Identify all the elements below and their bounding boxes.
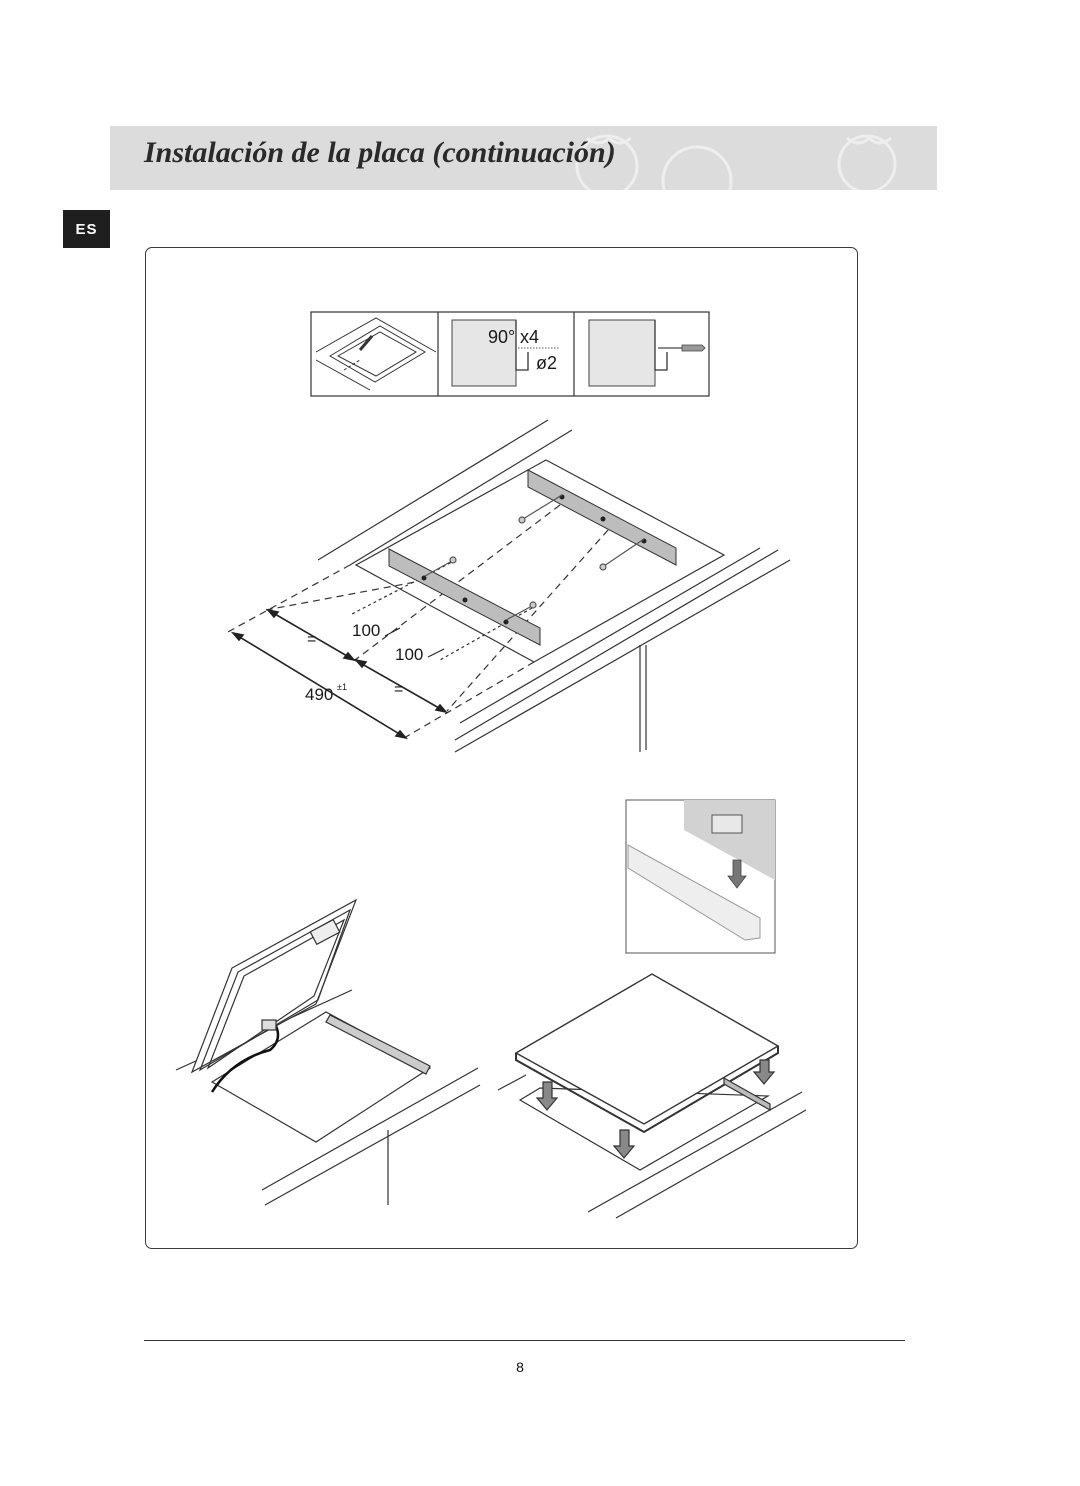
illustration-frame: [145, 247, 858, 1249]
front-bracket: [388, 548, 541, 646]
page-number: 8: [516, 1359, 524, 1375]
drill-diameter-label: ø2: [536, 353, 557, 373]
offset-b-label: 100: [395, 645, 423, 664]
rear-bracket: [527, 469, 677, 566]
language-tab: ES: [63, 210, 110, 248]
cutout-width-label: 490: [305, 685, 333, 704]
screwing-panel: [588, 319, 706, 387]
tolerance-label: ±1: [337, 682, 347, 692]
footer-rule: [144, 1340, 905, 1341]
tomato-watermark-decoration: [575, 134, 897, 190]
offset-a-label: 100: [352, 621, 380, 640]
dimension-lines: [230, 608, 449, 740]
hob-placement-drawing: [497, 973, 807, 1219]
bracket-angle-panel: 90° x4 ø2: [451, 319, 560, 387]
equal-mark-a: =: [307, 631, 316, 648]
hob-insertion-drawing: [175, 898, 481, 1206]
bracket-detail-inset: [625, 799, 776, 954]
page-title: Instalación de la placa (continuación): [144, 136, 616, 169]
marking-panel: [315, 317, 437, 391]
worktop-cutout-drawing: [225, 419, 791, 753]
section-header-band: Instalación de la placa (continuación): [110, 126, 937, 190]
mounting-screws: [424, 494, 645, 621]
screw-count-label: x4: [520, 327, 539, 347]
angle-label: 90°: [488, 327, 515, 347]
equal-mark-b: =: [394, 681, 403, 698]
